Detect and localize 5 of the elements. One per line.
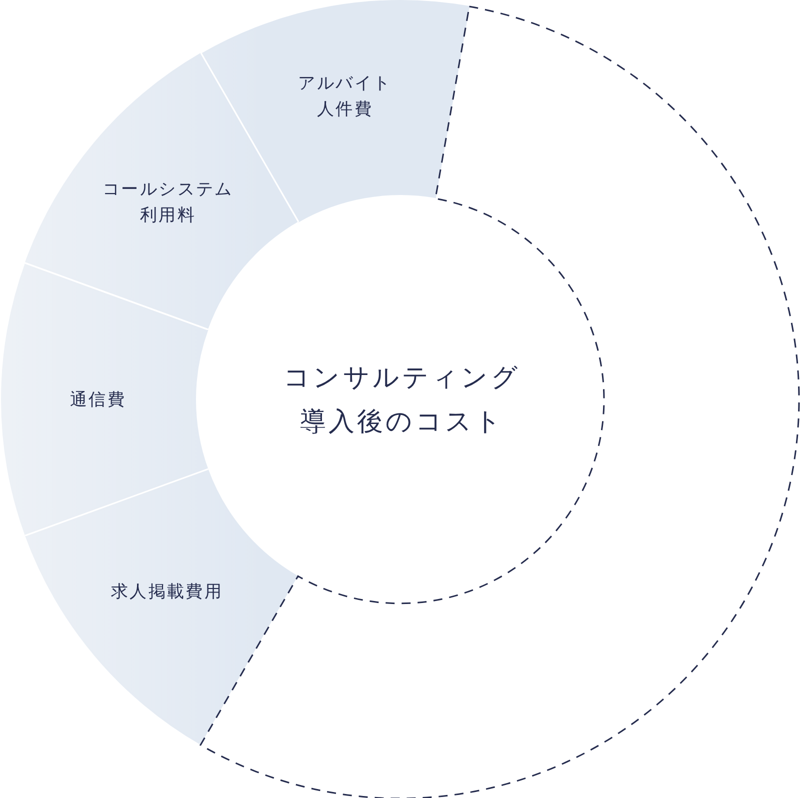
- segment-label: 求人掲載費用: [110, 580, 224, 604]
- segment-label: コールシステム利用料: [102, 178, 234, 228]
- segment-label: 通信費: [68, 388, 128, 412]
- center-title: コンサルティング導入後のコスト: [282, 362, 522, 439]
- segment-label: アルバイト人件費: [297, 72, 393, 122]
